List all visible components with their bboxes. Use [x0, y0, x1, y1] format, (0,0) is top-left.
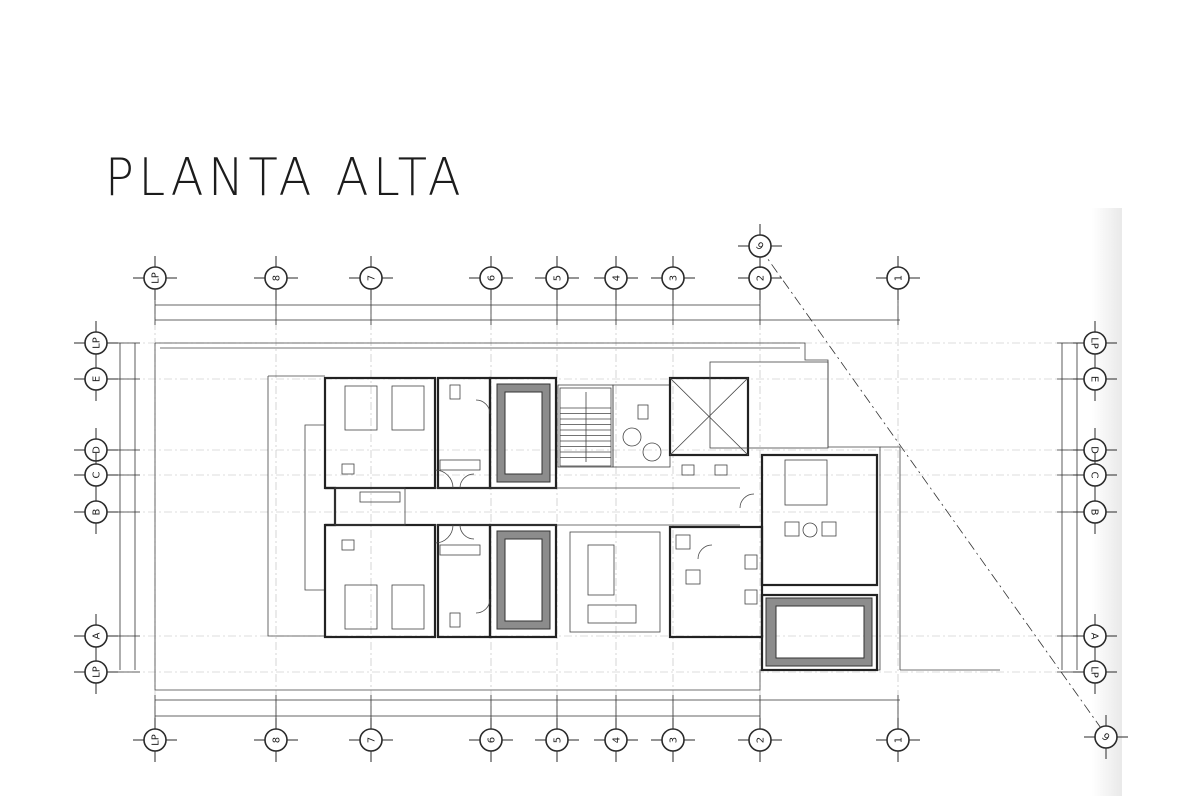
grid-bubble-label: B: [92, 508, 103, 515]
grid-bubble-label: LP: [92, 337, 103, 349]
grid-bubble-right-LP: LP: [1073, 321, 1117, 365]
grid-bubble-label: 7: [367, 737, 378, 743]
grid-bubble-label: A: [92, 632, 103, 639]
grid-bubble-left-B: B: [74, 490, 118, 534]
grid-bubble-label: 3: [669, 275, 680, 281]
grid-bubble-right-E: E: [1073, 357, 1117, 401]
grid-bubble-label: 1: [894, 275, 905, 281]
furniture: [341, 384, 837, 630]
grid-axis-lines: [100, 290, 1085, 726]
grid-bubble-label: 8: [272, 275, 283, 281]
stair: [559, 387, 612, 467]
grid-bubble-bottom-6: 6: [469, 718, 513, 762]
grid-bubble-top-5: 5: [535, 256, 579, 300]
grid-bubble-label: 8: [272, 737, 283, 743]
grid-bubble-label: LP: [1089, 337, 1100, 349]
grid-bubble-left-LP: LP: [74, 650, 118, 694]
grid-bubble-left-A: A: [74, 614, 118, 658]
grid-bubble-right-C: C: [1073, 453, 1117, 497]
grid-bubble-top-1: 1: [876, 256, 920, 300]
grid-bubble-bottom-3: 3: [651, 718, 695, 762]
grid-bubble-label: C: [1089, 472, 1100, 479]
grid-bubble-label: 9: [1099, 732, 1111, 745]
grid-bubble-right-LP: LP: [1073, 650, 1117, 694]
grid-bubble-label: 5: [553, 275, 564, 281]
grid-bubble-top-4: 4: [594, 256, 638, 300]
grid-bubble-label: E: [92, 376, 103, 382]
grid-bubble-top-3: 3: [651, 256, 695, 300]
grid-bubble-label: LP: [92, 666, 103, 678]
dimension-lines: [115, 300, 1082, 721]
grid-bubble-bottom-5: 5: [535, 718, 579, 762]
grid-bubble-label: D: [1089, 446, 1100, 454]
diagonal-axis-9: [759, 247, 1109, 739]
grid-bubble-label: C: [92, 471, 103, 478]
grid-bubble-label: LP: [151, 272, 162, 284]
building-walls: [323, 361, 879, 672]
grid-bubble-label: 2: [756, 737, 767, 743]
grid-bubble-label: 2: [756, 275, 767, 281]
grid-bubble-label: B: [1089, 509, 1100, 516]
grid-bubble-bottom-7: 7: [349, 718, 393, 762]
grid-bubble-label: 9: [753, 241, 765, 254]
grid-bubble-label: A: [1089, 633, 1100, 640]
grid-bubble-label: E: [1089, 376, 1100, 382]
grid-bubble-top-6: 6: [469, 256, 513, 300]
property-outline: [154, 342, 1000, 691]
grid-bubble-label: 3: [669, 737, 680, 743]
grid-bubble-left-E: E: [74, 357, 118, 401]
grid-bubble-label: 6: [487, 275, 498, 281]
grid-bubble-left-LP: LP: [74, 321, 118, 365]
grid-bubble-left-C: C: [74, 453, 118, 497]
grid-bubble-top-8: 8: [254, 256, 298, 300]
grid-bubble-label: 4: [612, 737, 623, 743]
grid-bubble-bottom-2: 2: [738, 718, 782, 762]
page-title: PLANTA ALTA: [105, 148, 466, 208]
grid-bubble-top-7: 7: [349, 256, 393, 300]
grid-bubble-bottom-8: 8: [254, 718, 298, 762]
grid-bubble-bottom-1: 1: [876, 718, 920, 762]
grid-bubble-right-B: B: [1073, 490, 1117, 534]
grid-bubble-bottom-4: 4: [594, 718, 638, 762]
grid-bubble-diagonal-top: 9: [738, 224, 782, 268]
grid-bubble-label: 7: [367, 275, 378, 281]
grid-bubble-diagonal-bottom: 9: [1084, 715, 1128, 759]
door-swings: [434, 399, 755, 614]
grid-bubble-label: LP: [151, 734, 162, 746]
closet-hatching: [496, 383, 873, 667]
grid-bubble-label: D: [92, 446, 103, 454]
grid-bubble-label: 1: [894, 737, 905, 743]
grid-bubble-bottom-LP: LP: [133, 718, 177, 762]
grid-bubble-label: 6: [487, 737, 498, 743]
grid-bubble-label: 4: [612, 275, 623, 281]
grid-bubble-label: 5: [553, 737, 564, 743]
grid-bubble-label: LP: [1089, 666, 1100, 678]
grid-bubble-top-LP: LP: [133, 256, 177, 300]
